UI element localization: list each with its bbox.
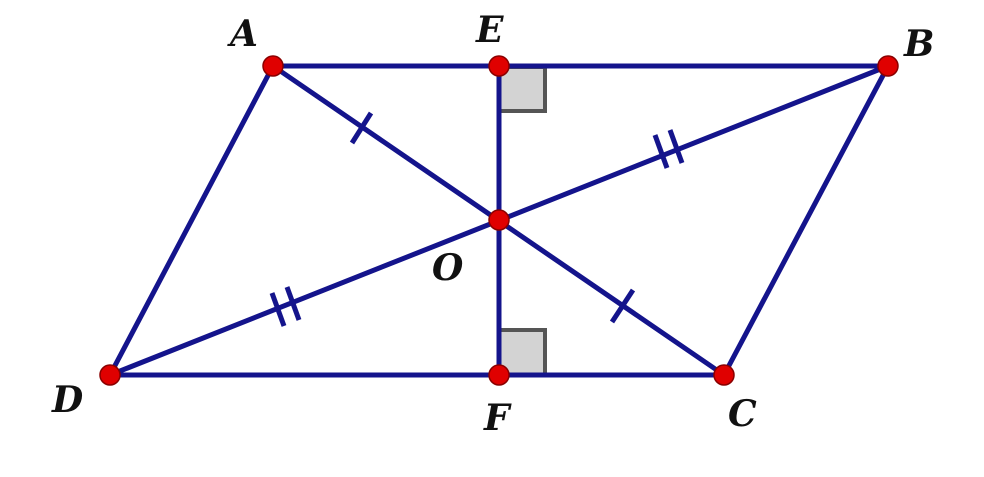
tick-mark-oc [609,288,636,324]
label-f: F [483,397,512,439]
point-d [99,364,121,386]
tick-mark-od-1 [269,292,287,327]
label-b: B [903,23,934,65]
point-c [713,364,735,386]
point-e [488,55,510,77]
tick-mark-od-2 [284,286,302,321]
tick-mark-ob-1 [652,134,670,169]
point-a [262,55,284,77]
label-a: A [227,13,258,55]
label-o: O [432,247,464,289]
tick-mark-ob-2 [667,129,685,164]
tick-mark-ao [349,111,374,145]
point-f [488,364,510,386]
point-b [877,55,899,77]
label-d: D [51,379,83,421]
label-c: C [728,393,757,435]
label-e: E [475,9,504,51]
segment-da [107,63,276,378]
point-o [488,209,510,231]
segment-bc [721,63,891,378]
